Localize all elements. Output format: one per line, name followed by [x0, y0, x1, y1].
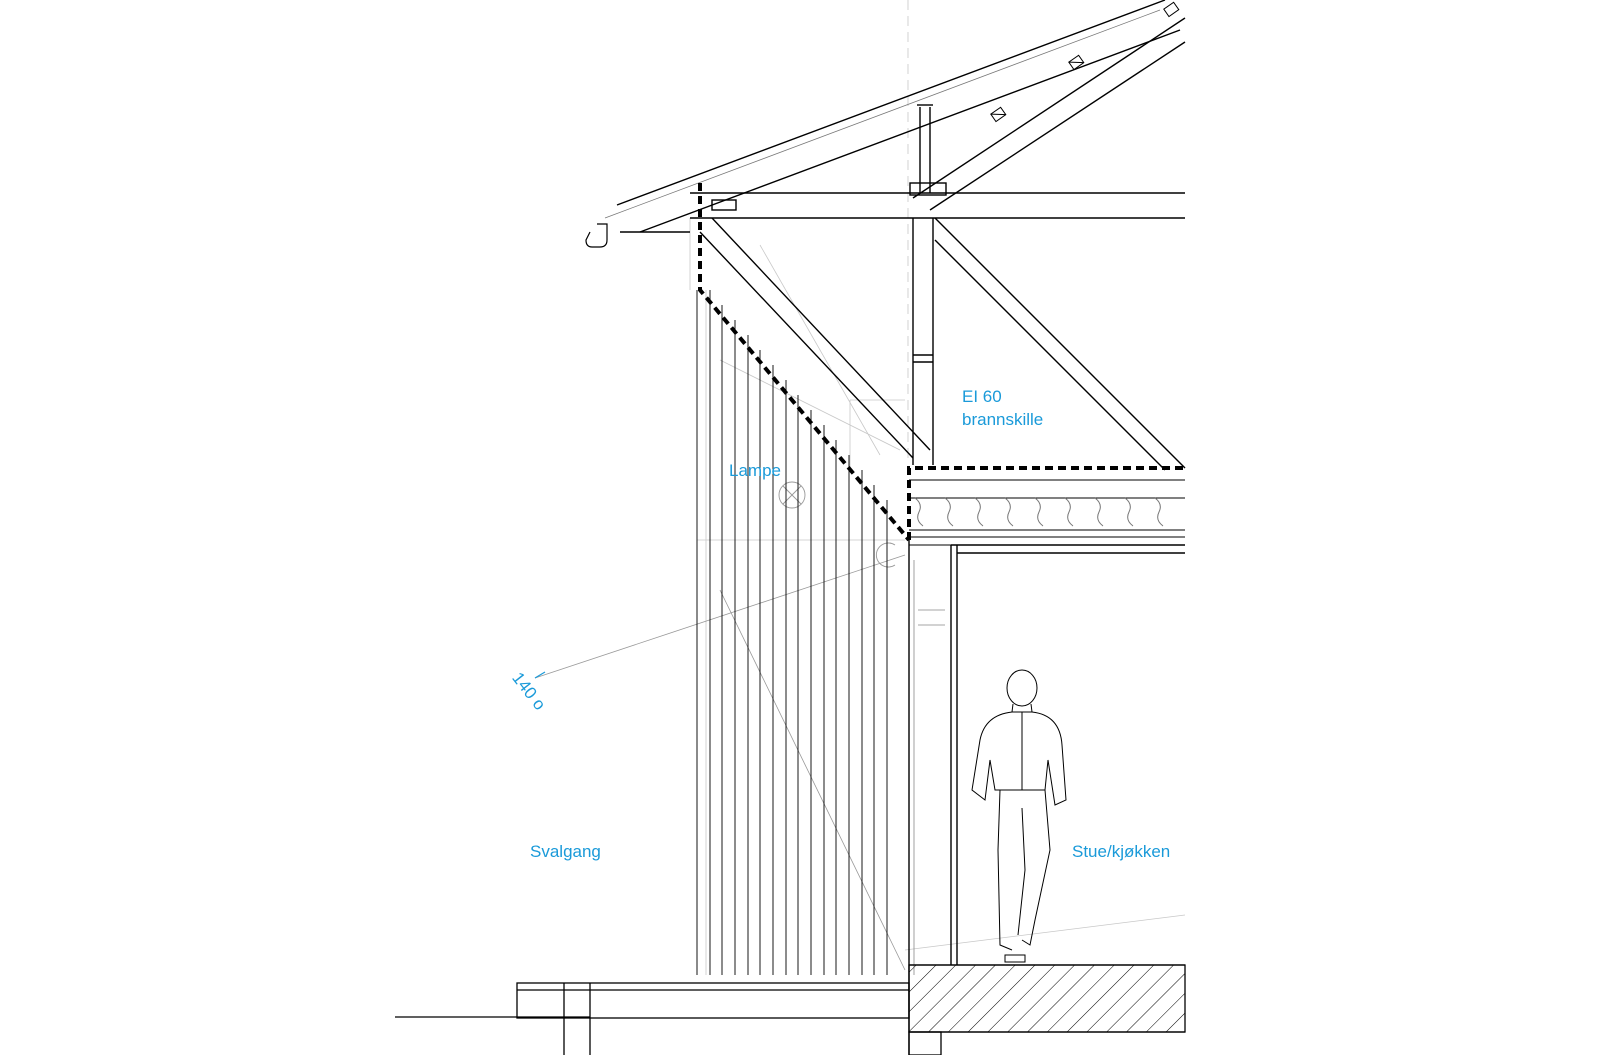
floor — [395, 964, 1186, 1055]
person-figure — [971, 669, 1067, 963]
truss — [690, 17, 1186, 471]
blocking-crosses — [990, 1, 1180, 123]
stue-kjokken-label: Stue/kjøkken — [1072, 842, 1171, 861]
roof — [585, 0, 1181, 248]
fire-separation-label-1: EI 60 — [962, 387, 1002, 406]
label-marker — [534, 671, 546, 679]
cladding-boards — [696, 290, 888, 975]
fire-separation-label-2: brannskille — [962, 410, 1044, 429]
fire-separation-line — [698, 183, 1185, 542]
construction-lines — [689, 0, 1186, 975]
lamp-fixture — [778, 481, 896, 568]
ceiling-layers — [909, 479, 1185, 546]
lamp-label: Lampe — [729, 461, 781, 480]
svalgang-label: Svalgang — [530, 842, 601, 861]
light-angle-lines — [534, 554, 906, 971]
